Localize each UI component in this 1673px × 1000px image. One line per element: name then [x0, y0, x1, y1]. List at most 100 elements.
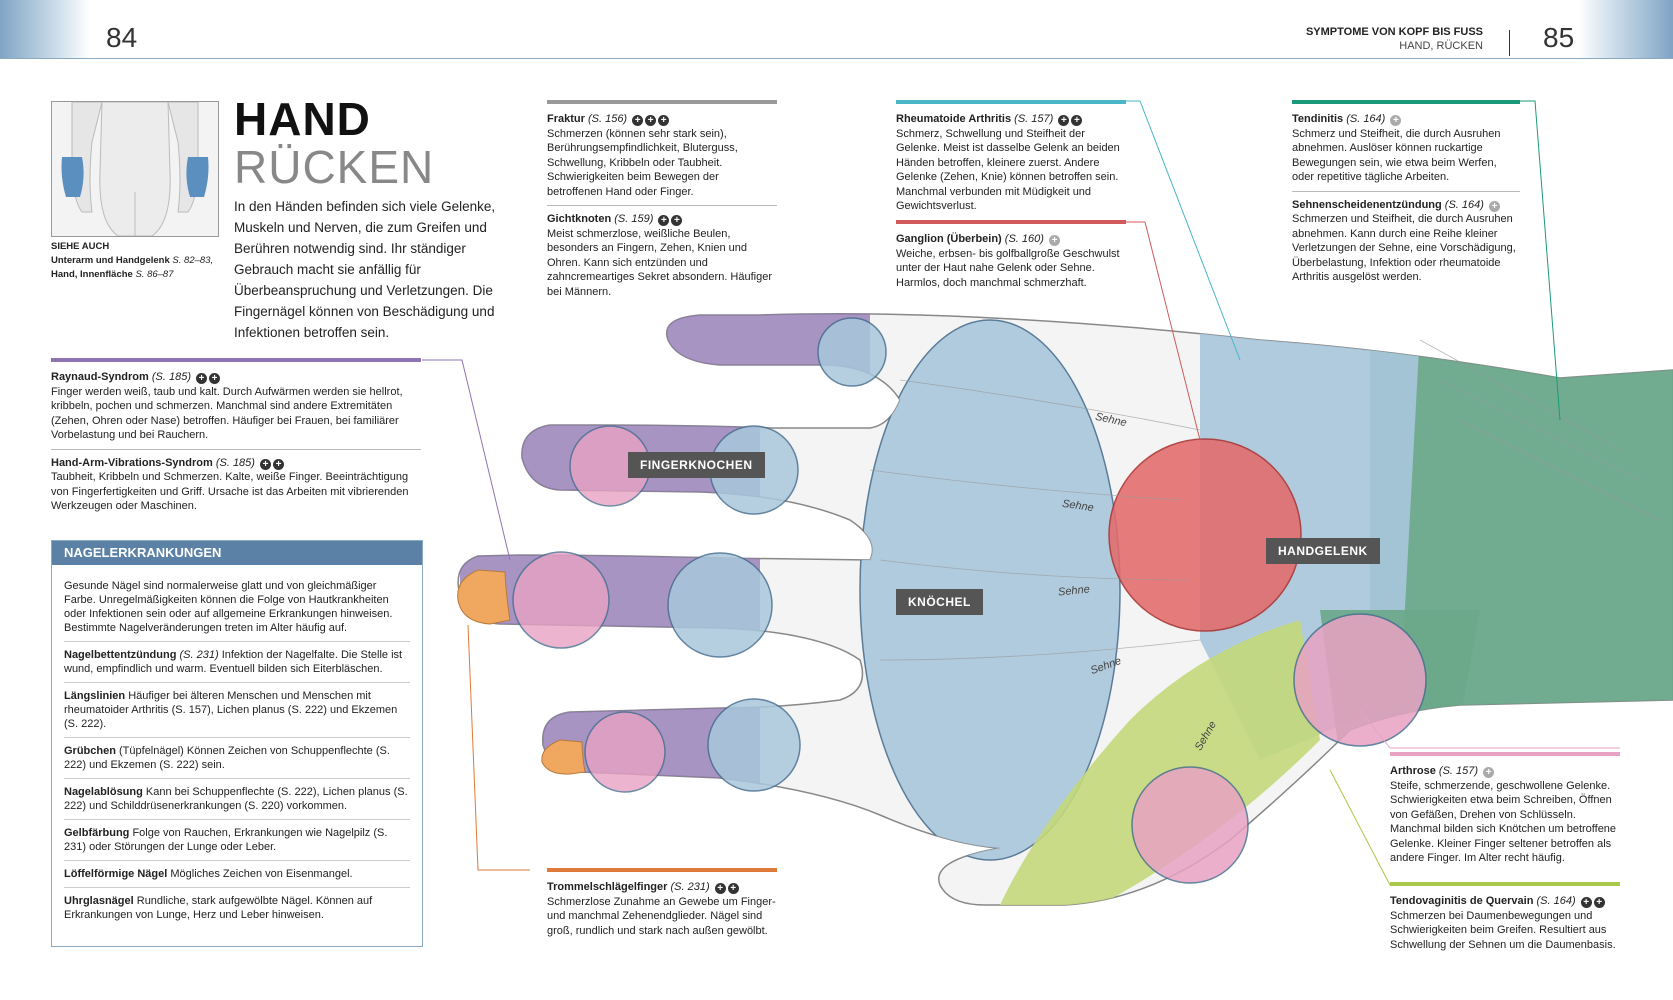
- raynaud-title: Raynaud-Syndrom: [51, 371, 149, 383]
- tendinitis-text: Schmerz und Steifheit, die durch Ausruhe…: [1292, 127, 1501, 184]
- plus-icon: +: [714, 883, 726, 894]
- nail-text: Rundliche, stark aufgewölbte Nägel. Könn…: [64, 895, 373, 921]
- running-head-title: SYMPTOME VON KOPF BIS FUSS: [1305, 26, 1483, 38]
- vibration-text: Taubheit, Kribbeln und Schmerzen. Kalte,…: [51, 471, 409, 512]
- trommel-title: Trommelschlägelfinger: [547, 881, 668, 893]
- header-decoration-left: [0, 0, 90, 58]
- box-color-bar: [896, 100, 1126, 104]
- label-knoechel: KNÖCHEL: [896, 589, 983, 615]
- plus-icon: +: [1593, 897, 1605, 908]
- see-also-link-1[interactable]: Unterarm und Handgelenk: [51, 255, 170, 266]
- trommel-ref[interactable]: (S. 231): [670, 881, 710, 893]
- raynaud-ref[interactable]: (S. 185): [151, 371, 191, 383]
- gicht-ref[interactable]: (S. 159): [614, 213, 654, 225]
- tendinitis-ref[interactable]: (S. 164): [1346, 113, 1386, 125]
- tendinitis-title: Tendinitis: [1292, 113, 1344, 125]
- plus-icon: +: [273, 458, 285, 470]
- header-separator: [1509, 30, 1510, 56]
- box-raynaud-vibration: Raynaud-Syndrom (S. 185) ++ Finger werde…: [51, 358, 421, 514]
- page-title: HAND: [234, 93, 371, 145]
- plus-icon: +: [632, 115, 644, 126]
- box-trommel: Trommelschlägelfinger (S. 231) ++ Schmer…: [547, 868, 777, 938]
- ganglion-title: Ganglion (Überbein): [896, 233, 1002, 245]
- box-tendinitis-sehnenscheide: Tendinitis (S. 164) + Schmerz und Steifh…: [1292, 100, 1520, 285]
- rheuma-ref[interactable]: (S. 157): [1014, 113, 1054, 125]
- quervain-text: Schmerzen bei Daumenbewegungen und Schwi…: [1390, 909, 1616, 951]
- sehnenscheide-title: Sehnenscheidenentzündung: [1292, 198, 1442, 211]
- plus-icon: +: [727, 883, 739, 894]
- nail-item: Uhrglasnägel Rundliche, stark aufgewölbt…: [64, 888, 410, 928]
- box-ganglion: Ganglion (Überbein) (S. 160) + Weiche, e…: [896, 220, 1126, 290]
- sehnenscheide-text: Schmerzen und Steifheit, die durch Ausru…: [1292, 213, 1516, 283]
- see-also-ref-1: S. 82–83,: [172, 255, 214, 266]
- box-color-bar: [1292, 100, 1520, 104]
- sehnenscheide-ref[interactable]: (S. 164): [1444, 198, 1484, 211]
- nail-ref[interactable]: (S. 231): [179, 649, 219, 661]
- divider: [51, 448, 421, 450]
- vibration-title: Hand-Arm-Vibrations-Syndrom: [51, 456, 213, 469]
- page-number-right: 85: [1543, 22, 1575, 53]
- plus-icon: +: [671, 215, 683, 226]
- fraktur-ref[interactable]: (S. 156): [587, 113, 628, 125]
- plus-icon: +: [658, 115, 670, 126]
- box-color-bar: [547, 100, 777, 104]
- plus-icon: +: [209, 373, 221, 384]
- nail-term: Grübchen: [64, 745, 116, 757]
- vibration-ref[interactable]: (S. 185): [215, 456, 255, 469]
- nail-term: Uhrglasnägel: [64, 895, 134, 907]
- see-also-link-2[interactable]: Hand, Innenfläche: [51, 269, 133, 280]
- nail-text: (Tüpfelnägel) Können Zeichen von Schuppe…: [64, 745, 390, 771]
- plus-icon: +: [1071, 115, 1083, 126]
- nail-term: Nagelbettentzündung: [64, 649, 177, 661]
- ganglion-text: Weiche, erbsen- bis golfballgroße Geschw…: [896, 247, 1120, 289]
- see-also: SIEHE AUCH Unterarm und Handgelenk S. 82…: [51, 240, 213, 282]
- divider: [547, 205, 777, 206]
- running-head-subtitle: HAND, RÜCKEN: [1399, 40, 1483, 52]
- page-header: 84 85 SYMPTOME VON KOPF BIS FUSS HAND, R…: [0, 0, 1673, 59]
- nail-item: Nagelablösung Kann bei Schuppenflechte (…: [64, 779, 410, 820]
- box-arthrose: Arthrose (S. 157) + Steife, schmerzende,…: [1390, 752, 1620, 866]
- nail-text: Häufiger bei älteren Menschen und Mensch…: [64, 690, 398, 730]
- quervain-ref[interactable]: (S. 164): [1536, 895, 1576, 907]
- plus-icon: +: [1489, 200, 1500, 212]
- nail-term: Längslinien: [64, 690, 126, 702]
- box-color-bar: [1390, 882, 1620, 886]
- plus-icon: +: [1049, 235, 1060, 246]
- plus-icon: +: [1058, 115, 1070, 126]
- nail-term: Nagelablösung: [64, 786, 143, 798]
- nail-item: Nagelbettentzündung (S. 231) Infektion d…: [64, 642, 410, 683]
- plus-icon: +: [658, 215, 670, 226]
- raynaud-text: Finger werden weiß, taub und kalt. Durch…: [51, 385, 403, 442]
- page-number-left: 84: [106, 22, 138, 53]
- nail-text: Kann bei Schuppenflechte (S. 222), Liche…: [64, 786, 408, 812]
- divider: [1292, 190, 1520, 192]
- plus-icon: +: [645, 115, 657, 126]
- rheuma-title: Rheumatoide Arthritis: [896, 113, 1012, 125]
- box-rheuma: Rheumatoide Arthritis (S. 157) ++ Schmer…: [896, 100, 1126, 214]
- box-fraktur-gicht: Fraktur (S. 156) +++ Schmerzen (können s…: [547, 100, 777, 299]
- plus-icon: +: [260, 458, 272, 470]
- box-color-bar: [547, 868, 777, 872]
- box-quervain: Tendovaginitis de Quervain (S. 164) ++ S…: [1390, 882, 1620, 952]
- plus-icon: +: [196, 373, 208, 384]
- ganglion-ref[interactable]: (S. 160): [1004, 233, 1044, 245]
- nail-heading: NAGELERKRANKUNGEN: [52, 541, 422, 565]
- gicht-text: Meist schmerzlose, weißliche Beulen, bes…: [547, 227, 773, 298]
- running-head: SYMPTOME VON KOPF BIS FUSS HAND, RÜCKEN: [1306, 26, 1483, 52]
- nail-text: Mögliches Zeichen von Eisenmangel.: [170, 868, 353, 880]
- label-fingerknochen: FINGERKNOCHEN: [628, 452, 765, 478]
- arthrose-title: Arthrose: [1390, 765, 1436, 777]
- nail-item: Grübchen (Tüpfelnägel) Können Zeichen vo…: [64, 738, 410, 779]
- see-also-label: SIEHE AUCH: [51, 241, 110, 252]
- arthrose-text: Steife, schmerzende, geschwollene Gelenk…: [1390, 779, 1617, 865]
- nail-term: Gelbfärbung: [64, 827, 130, 839]
- see-also-ref-2: S. 86–87: [135, 269, 174, 280]
- box-color-bar: [1390, 752, 1620, 756]
- body-thumbnail: [51, 101, 219, 237]
- header-decoration-right: [1578, 0, 1673, 58]
- arthrose-ref[interactable]: (S. 157): [1438, 765, 1479, 777]
- nail-item: Löffelförmige Nägel Mögliches Zeichen vo…: [64, 861, 410, 888]
- rheuma-text: Schmerz, Schwellung und Steifheit der Ge…: [896, 127, 1120, 213]
- plus-icon: +: [1390, 115, 1402, 126]
- label-handgelenk: HANDGELENK: [1266, 538, 1380, 564]
